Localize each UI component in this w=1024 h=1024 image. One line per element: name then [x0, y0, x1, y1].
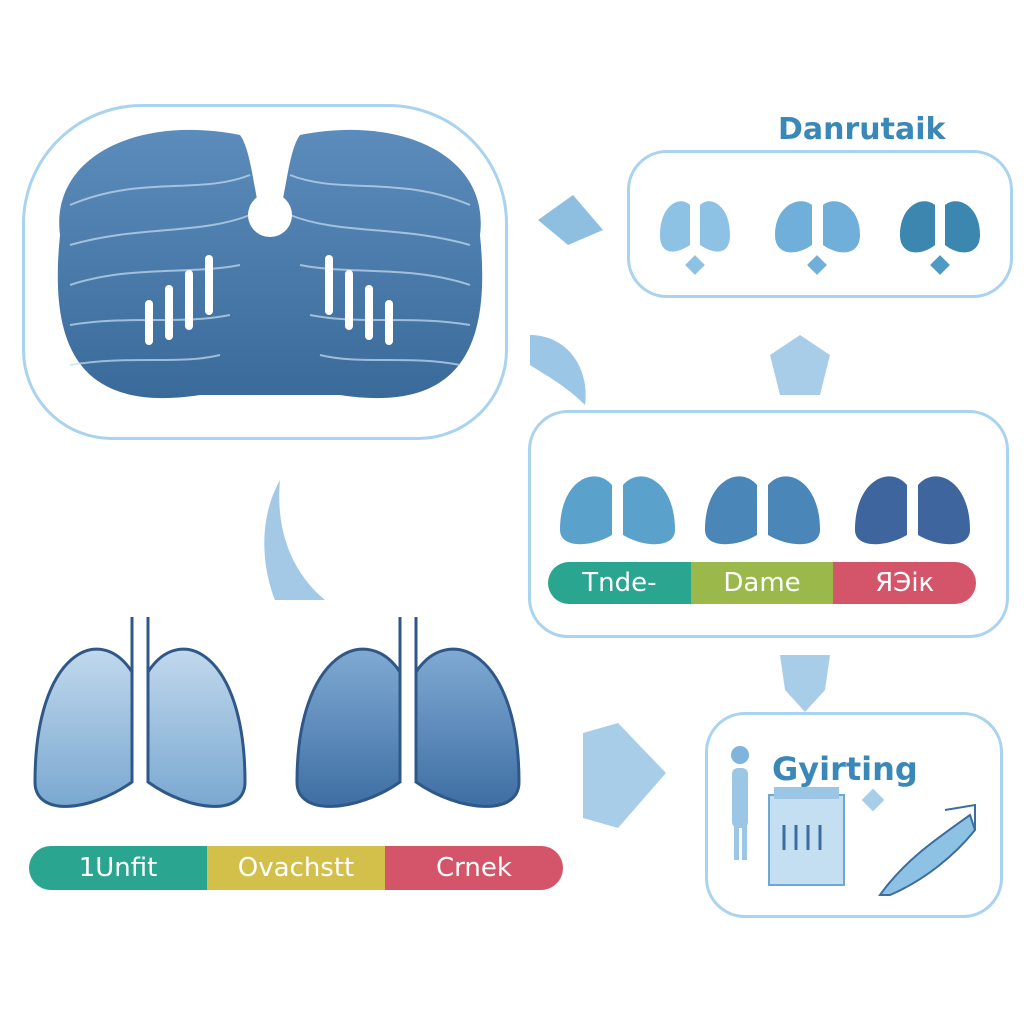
lung-icon	[900, 170, 980, 275]
lung-icon	[660, 170, 730, 275]
equipment-panel-title: Gyirting	[772, 750, 918, 788]
lung-icon	[855, 435, 970, 545]
lung-icon	[775, 170, 860, 275]
person-icon	[731, 746, 749, 860]
lung-illustration-light	[33, 617, 247, 808]
connector-arrow-down-right	[780, 655, 830, 712]
connector-shape-1	[538, 195, 603, 245]
lung-illustration-dark	[295, 617, 521, 808]
diamond-icon	[861, 788, 885, 812]
scale-segment: Tnde-	[548, 562, 691, 604]
scale-segment: Ovachstt	[207, 846, 385, 890]
scale-segment: 1Unfit	[29, 846, 207, 890]
bottom-scale-bar: 1Unfit Ovachstt Crnek	[29, 846, 563, 890]
inhaler-icon	[878, 803, 977, 896]
connector-shape-3	[770, 335, 830, 395]
connector-arrow-down-left	[264, 480, 325, 600]
lung-icon	[560, 435, 675, 545]
scale-segment: Dame	[690, 562, 834, 604]
connector-shape-2	[530, 335, 586, 405]
middle-scale-bar: Tnde- Dame ЯЭік	[548, 562, 976, 604]
device-icon	[768, 787, 845, 886]
scale-segment: Crnek	[385, 846, 563, 890]
top-panel-title: Danrutaik	[778, 112, 946, 147]
equipment-panel	[705, 712, 1003, 918]
chest-cross-section-illustration	[57, 129, 483, 399]
scale-segment: ЯЭік	[833, 562, 976, 604]
lung-icon	[705, 435, 820, 545]
connector-arrow-right	[583, 723, 666, 828]
